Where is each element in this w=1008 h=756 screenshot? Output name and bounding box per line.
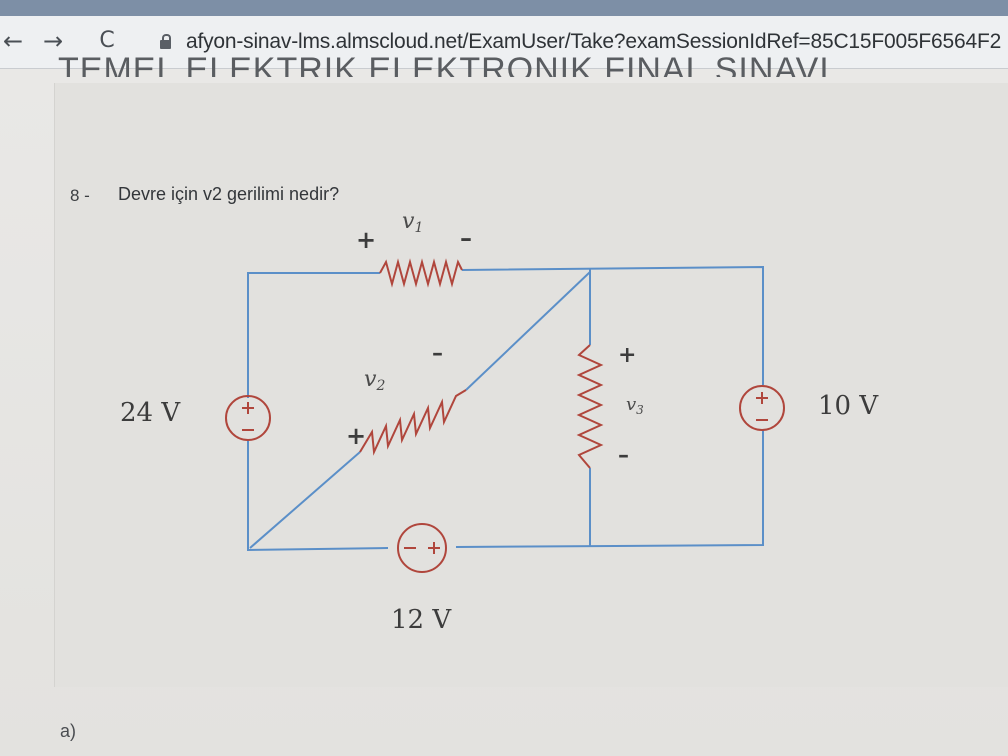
v3-minus-sign: –: [618, 442, 629, 468]
browser-toolbar: ← → C afyon-sinav-lms.almscloud.net/Exam…: [0, 16, 1008, 69]
v1-label: v1: [402, 209, 423, 236]
address-bar[interactable]: afyon-sinav-lms.almscloud.net/ExamUser/T…: [186, 30, 1002, 53]
question-card: [54, 83, 1008, 687]
v2-minus-sign: –: [432, 340, 443, 366]
voltage-source-left: [225, 395, 271, 441]
resistor-r1: [379, 258, 463, 288]
v1-minus-sign: –: [460, 223, 472, 252]
v3-label: v3: [626, 394, 644, 417]
wire-left-bottom: [247, 441, 389, 552]
answer-option-a[interactable]: a): [60, 721, 77, 741]
forward-arrow-icon[interactable]: →: [42, 27, 64, 55]
wire-bottom-right: [455, 430, 764, 548]
v2-label: v2: [364, 367, 385, 394]
v3-plus-sign: +: [618, 342, 636, 368]
wire-diagonal-lower: [249, 451, 361, 549]
v1-plus-sign: +: [356, 225, 376, 254]
window-top-strip: [0, 0, 1008, 16]
exam-title: TEMEL ELEKTRİK ELEKTRONİK FİNAL SINAVI: [58, 55, 830, 77]
reload-icon[interactable]: C: [99, 28, 115, 53]
circuit-wires: [247, 265, 764, 552]
wire-diagonal-upper: [465, 271, 591, 391]
question-number: 8 -: [70, 186, 90, 205]
source-bottom-value: 12 V: [391, 605, 452, 635]
circuit-elements: [225, 258, 785, 573]
wire-top-right: [461, 265, 764, 385]
source-right-value: 10 V: [818, 391, 879, 421]
lock-icon: [160, 34, 171, 49]
source-left-value: 24 V: [120, 398, 181, 428]
voltage-source-bottom: [397, 523, 447, 573]
v2-plus-sign: +: [346, 421, 366, 450]
back-arrow-icon[interactable]: ←: [2, 27, 24, 55]
wire-left-top: [247, 272, 380, 398]
question-text: Devre için v2 gerilimi nedir?: [118, 184, 340, 204]
resistor-r2: [359, 389, 467, 456]
resistor-r3: [576, 344, 604, 469]
voltage-source-right: [739, 385, 785, 431]
